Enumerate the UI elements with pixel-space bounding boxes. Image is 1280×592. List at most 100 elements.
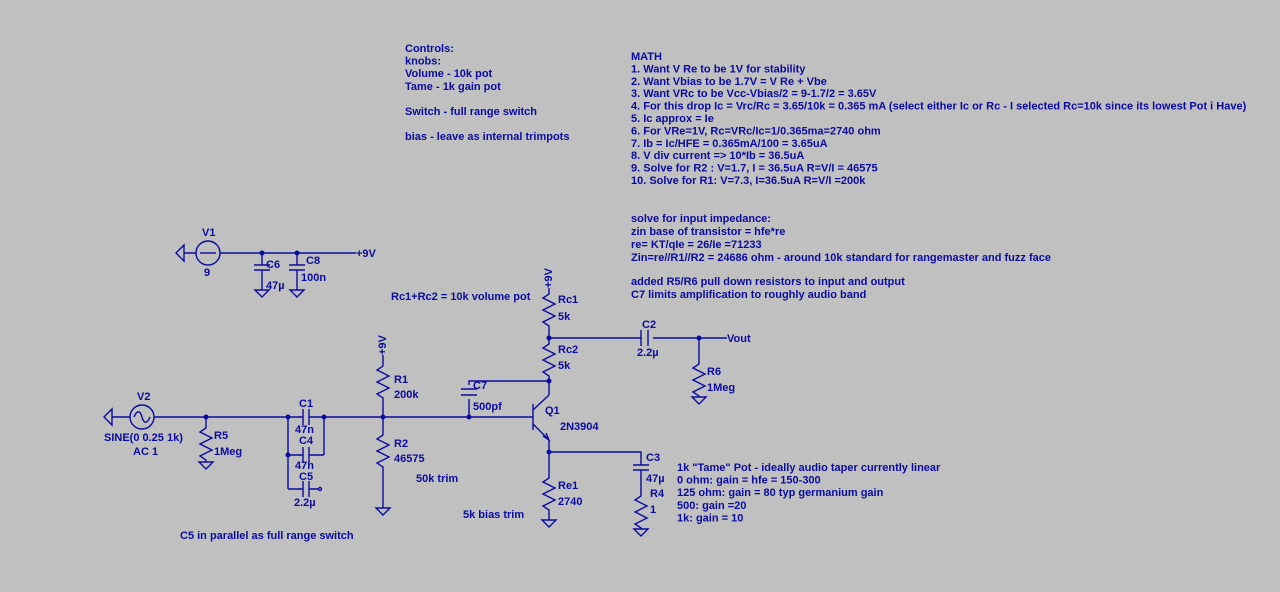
capacitor-c8[interactable] xyxy=(289,253,305,290)
note-line: Tame - 1k gain pot xyxy=(405,81,501,93)
note-line: 125 ohm: gain = 80 typ germanium gain xyxy=(677,487,884,499)
r1-name: R1 xyxy=(394,374,408,386)
c3-name: C3 xyxy=(646,452,660,464)
r5-value: 1Meg xyxy=(214,446,242,458)
note-line: Controls: xyxy=(405,43,454,55)
note-line: 4. For this drop Ic = Vrc/Rc = 3.65/10k … xyxy=(631,101,1247,113)
pulldown-note: added R5/R6 pull down resistors to input… xyxy=(631,276,905,301)
note-line: solve for input impedance: xyxy=(631,213,771,225)
capacitor-c4[interactable] xyxy=(288,447,324,463)
c4-name: C4 xyxy=(299,435,314,447)
note-line: 8. V div current => 10*Ib = 36.5uA xyxy=(631,150,804,162)
junction-dot xyxy=(321,414,327,420)
r5-name: R5 xyxy=(214,430,228,442)
note-line: 1k: gain = 10 xyxy=(677,512,743,524)
note-line: re= KT/qIe = 26/Ie =71233 xyxy=(631,239,762,251)
v2-name: V2 xyxy=(137,391,150,403)
junction-dot xyxy=(285,414,291,420)
v2-value: SINE(0 0.25 1k) xyxy=(104,432,183,444)
resistor-r1[interactable] xyxy=(375,355,391,417)
junction-dot xyxy=(546,378,552,384)
note-line: 500: gain =20 xyxy=(677,500,746,512)
q1-value: 2N3904 xyxy=(560,421,599,433)
c1-name: C1 xyxy=(299,398,313,410)
note-line: added R5/R6 pull down resistors to input… xyxy=(631,276,905,288)
q1-name: Q1 xyxy=(545,405,560,417)
re1-value: 2740 xyxy=(558,496,582,508)
ground-symbol-v2 xyxy=(103,407,130,427)
ground-symbol xyxy=(690,396,708,405)
note-line: Zin=re//R1//R2 = 24686 ohm - around 10k … xyxy=(631,252,1051,264)
r6-value: 1Meg xyxy=(707,382,735,394)
c7-name: C7 xyxy=(473,380,487,392)
resistor-re1[interactable] xyxy=(541,452,557,520)
bias-trim-note: 5k bias trim xyxy=(463,509,524,521)
note-line: 9. Solve for R2 : V=1.7, I = 36.5uA R=V/… xyxy=(631,163,878,175)
note-line: Switch - full range switch xyxy=(405,106,537,118)
capacitor-c6[interactable] xyxy=(254,253,270,290)
c7-value: 500pf xyxy=(473,401,502,413)
junction-dot xyxy=(285,452,291,458)
transistor-q1[interactable] xyxy=(528,394,551,442)
impedance-note: solve for input impedance:zin base of tr… xyxy=(631,213,1051,264)
capacitor-c1[interactable] xyxy=(288,409,324,425)
note-line: bias - leave as internal trimpots xyxy=(405,131,569,143)
note-line: 2. Want Vbias to be 1.7V = V Re + Vbe xyxy=(631,76,827,88)
ground-symbol xyxy=(288,289,306,298)
rc1-value: 5k xyxy=(558,311,571,323)
note-line: 7. Ib = Ic/HFE = 0.365mA/100 = 3.65uA xyxy=(631,138,828,150)
c5-name: C5 xyxy=(299,471,313,483)
c5-value: 2.2µ xyxy=(294,497,316,509)
note-line: 1k "Tame" Pot - ideally audio taper curr… xyxy=(677,462,941,474)
note-line: C7 limits amplification to roughly audio… xyxy=(631,289,866,301)
rc2-value: 5k xyxy=(558,360,571,372)
resistor-r2[interactable] xyxy=(375,417,391,508)
rc2-name: Rc2 xyxy=(558,344,578,356)
capacitor-c7[interactable] xyxy=(461,388,477,396)
ground-symbol xyxy=(197,461,215,470)
note-line: Volume - 10k pot xyxy=(405,68,493,80)
emitter-wire xyxy=(548,440,642,458)
resistor-rc1[interactable] xyxy=(541,288,557,338)
vout-net-label: Vout xyxy=(727,333,751,345)
ground-symbol xyxy=(632,528,650,537)
tame-pot-note: 1k "Tame" Pot - ideally audio taper curr… xyxy=(677,462,941,524)
capacitor-c3[interactable] xyxy=(633,458,649,490)
vcc-net-label: +9V xyxy=(356,248,377,260)
note-line: 3. Want VRc to be Vcc-Vbias/2 = 9-1.7/2 … xyxy=(631,88,877,100)
ground-symbol-v1 xyxy=(175,243,196,263)
c1-value: 47n xyxy=(295,424,314,436)
c6-name: C6 xyxy=(266,259,280,271)
voltage-source-v1[interactable] xyxy=(195,240,221,266)
resistor-r6[interactable] xyxy=(691,338,707,397)
ground-symbol xyxy=(374,507,392,516)
v1-name: V1 xyxy=(202,227,215,239)
note-line: MATH xyxy=(631,51,662,63)
ground-symbol xyxy=(540,519,558,528)
resistor-r5[interactable] xyxy=(198,417,214,462)
note-line: 10. Solve for R1: V=7.3, I=36.5uA R=V/I … xyxy=(631,175,866,187)
c3-value: 47µ xyxy=(646,473,665,485)
c4-value: 47n xyxy=(295,460,314,472)
re1-name: Re1 xyxy=(558,480,578,492)
v2-ac-value: AC 1 xyxy=(133,446,158,458)
capacitor-c2[interactable] xyxy=(640,330,649,346)
note-line: 0 ohm: gain = hfe = 150-300 xyxy=(677,475,821,487)
resistor-r4[interactable] xyxy=(633,490,649,529)
capacitor-c5[interactable] xyxy=(288,481,323,497)
c7-wire xyxy=(468,380,549,417)
note-line: 1. Want V Re to be 1V for stability xyxy=(631,63,806,75)
voltage-source-v2[interactable] xyxy=(129,404,155,430)
resistor-rc2[interactable] xyxy=(541,338,557,395)
r6-name: R6 xyxy=(707,366,721,378)
v1-value: 9 xyxy=(204,267,210,279)
ground-symbol xyxy=(253,289,271,298)
volume-note: Rc1+Rc2 = 10k volume pot xyxy=(391,291,531,303)
trim-50k-note: 50k trim xyxy=(416,473,458,485)
rc1-vcc-label: +9V xyxy=(543,267,555,288)
note-line: zin base of transistor = hfe*re xyxy=(631,226,785,238)
r1-value: 200k xyxy=(394,389,419,401)
c8-name: C8 xyxy=(306,255,320,267)
